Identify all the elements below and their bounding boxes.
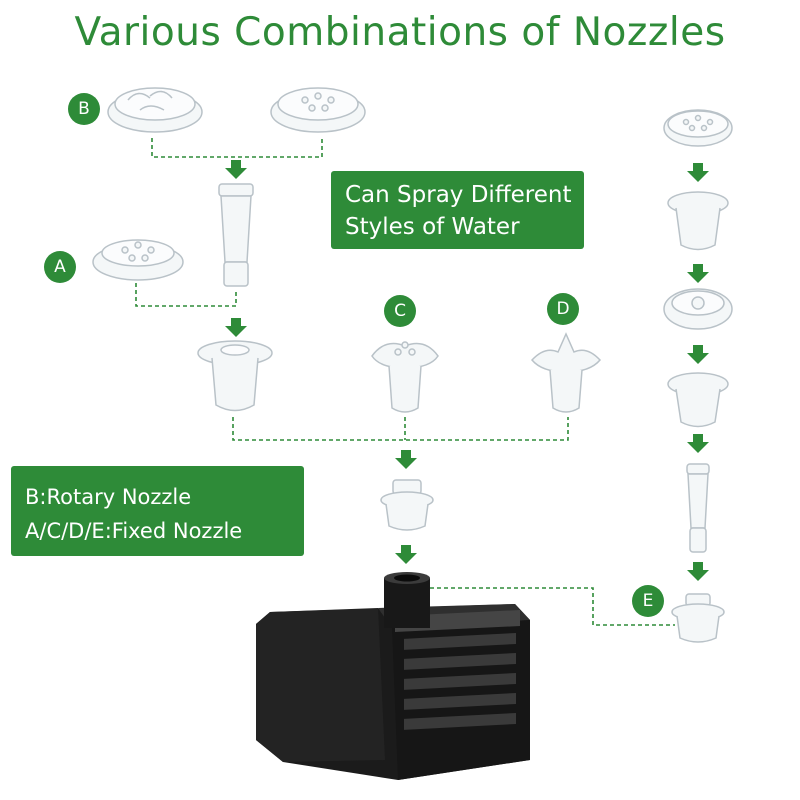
arrow-e5 bbox=[687, 562, 709, 581]
nozzle-parts bbox=[92, 87, 733, 643]
rotary-nozzle-b-right bbox=[270, 87, 366, 133]
connector-cd-row bbox=[232, 417, 569, 441]
rotary-nozzle-b-left bbox=[107, 87, 203, 133]
arrow-adapter-to-pump bbox=[395, 545, 417, 564]
spray-note-line2: Styles of Water bbox=[345, 214, 520, 240]
connector-lines bbox=[135, 138, 675, 626]
nozzle-type-legend: B:Rotary Nozzle A/C/D/E:Fixed Nozzle bbox=[11, 466, 304, 556]
base-cup bbox=[197, 340, 273, 412]
spray-note-box: Can Spray Different Styles of Water bbox=[331, 171, 584, 249]
pump-adapter bbox=[380, 479, 434, 531]
arrow-e4 bbox=[687, 434, 709, 453]
e-base-adapter bbox=[671, 593, 725, 643]
e-cup-lower bbox=[667, 372, 729, 428]
marker-e: E bbox=[632, 585, 664, 617]
marker-a: A bbox=[44, 251, 76, 283]
e-cup-upper bbox=[667, 191, 729, 251]
fountain-pump bbox=[256, 572, 530, 780]
arrow-b-to-tube bbox=[225, 160, 247, 179]
e-tube bbox=[686, 463, 710, 553]
arrow-e3 bbox=[687, 345, 709, 364]
connector-b-pair bbox=[151, 138, 323, 158]
connector-e-pump bbox=[430, 587, 675, 626]
pump-outlet bbox=[384, 572, 430, 628]
diagram-title: Various Combinations of Nozzles bbox=[74, 10, 726, 55]
extension-tube bbox=[218, 183, 254, 287]
legend-fixed: A/C/D/E:Fixed Nozzle bbox=[25, 519, 243, 543]
flow-arrows bbox=[225, 160, 709, 581]
arrow-row-to-adapter bbox=[395, 450, 417, 469]
fixed-nozzle-c bbox=[371, 341, 439, 413]
marker-c: C bbox=[384, 295, 416, 327]
connector-a-tube bbox=[135, 283, 237, 307]
spray-note-line1: Can Spray Different bbox=[345, 182, 572, 208]
e-flower-disc bbox=[663, 288, 733, 330]
arrow-tube-to-cup bbox=[225, 318, 247, 337]
arrow-e1 bbox=[687, 163, 709, 182]
marker-d: D bbox=[547, 293, 579, 325]
legend-rotary: B:Rotary Nozzle bbox=[25, 485, 192, 509]
fixed-nozzle-a bbox=[92, 239, 184, 281]
e-cap-disc bbox=[663, 109, 733, 147]
marker-b: B bbox=[68, 93, 100, 125]
fixed-nozzle-d bbox=[531, 332, 601, 413]
arrow-e2 bbox=[687, 264, 709, 283]
